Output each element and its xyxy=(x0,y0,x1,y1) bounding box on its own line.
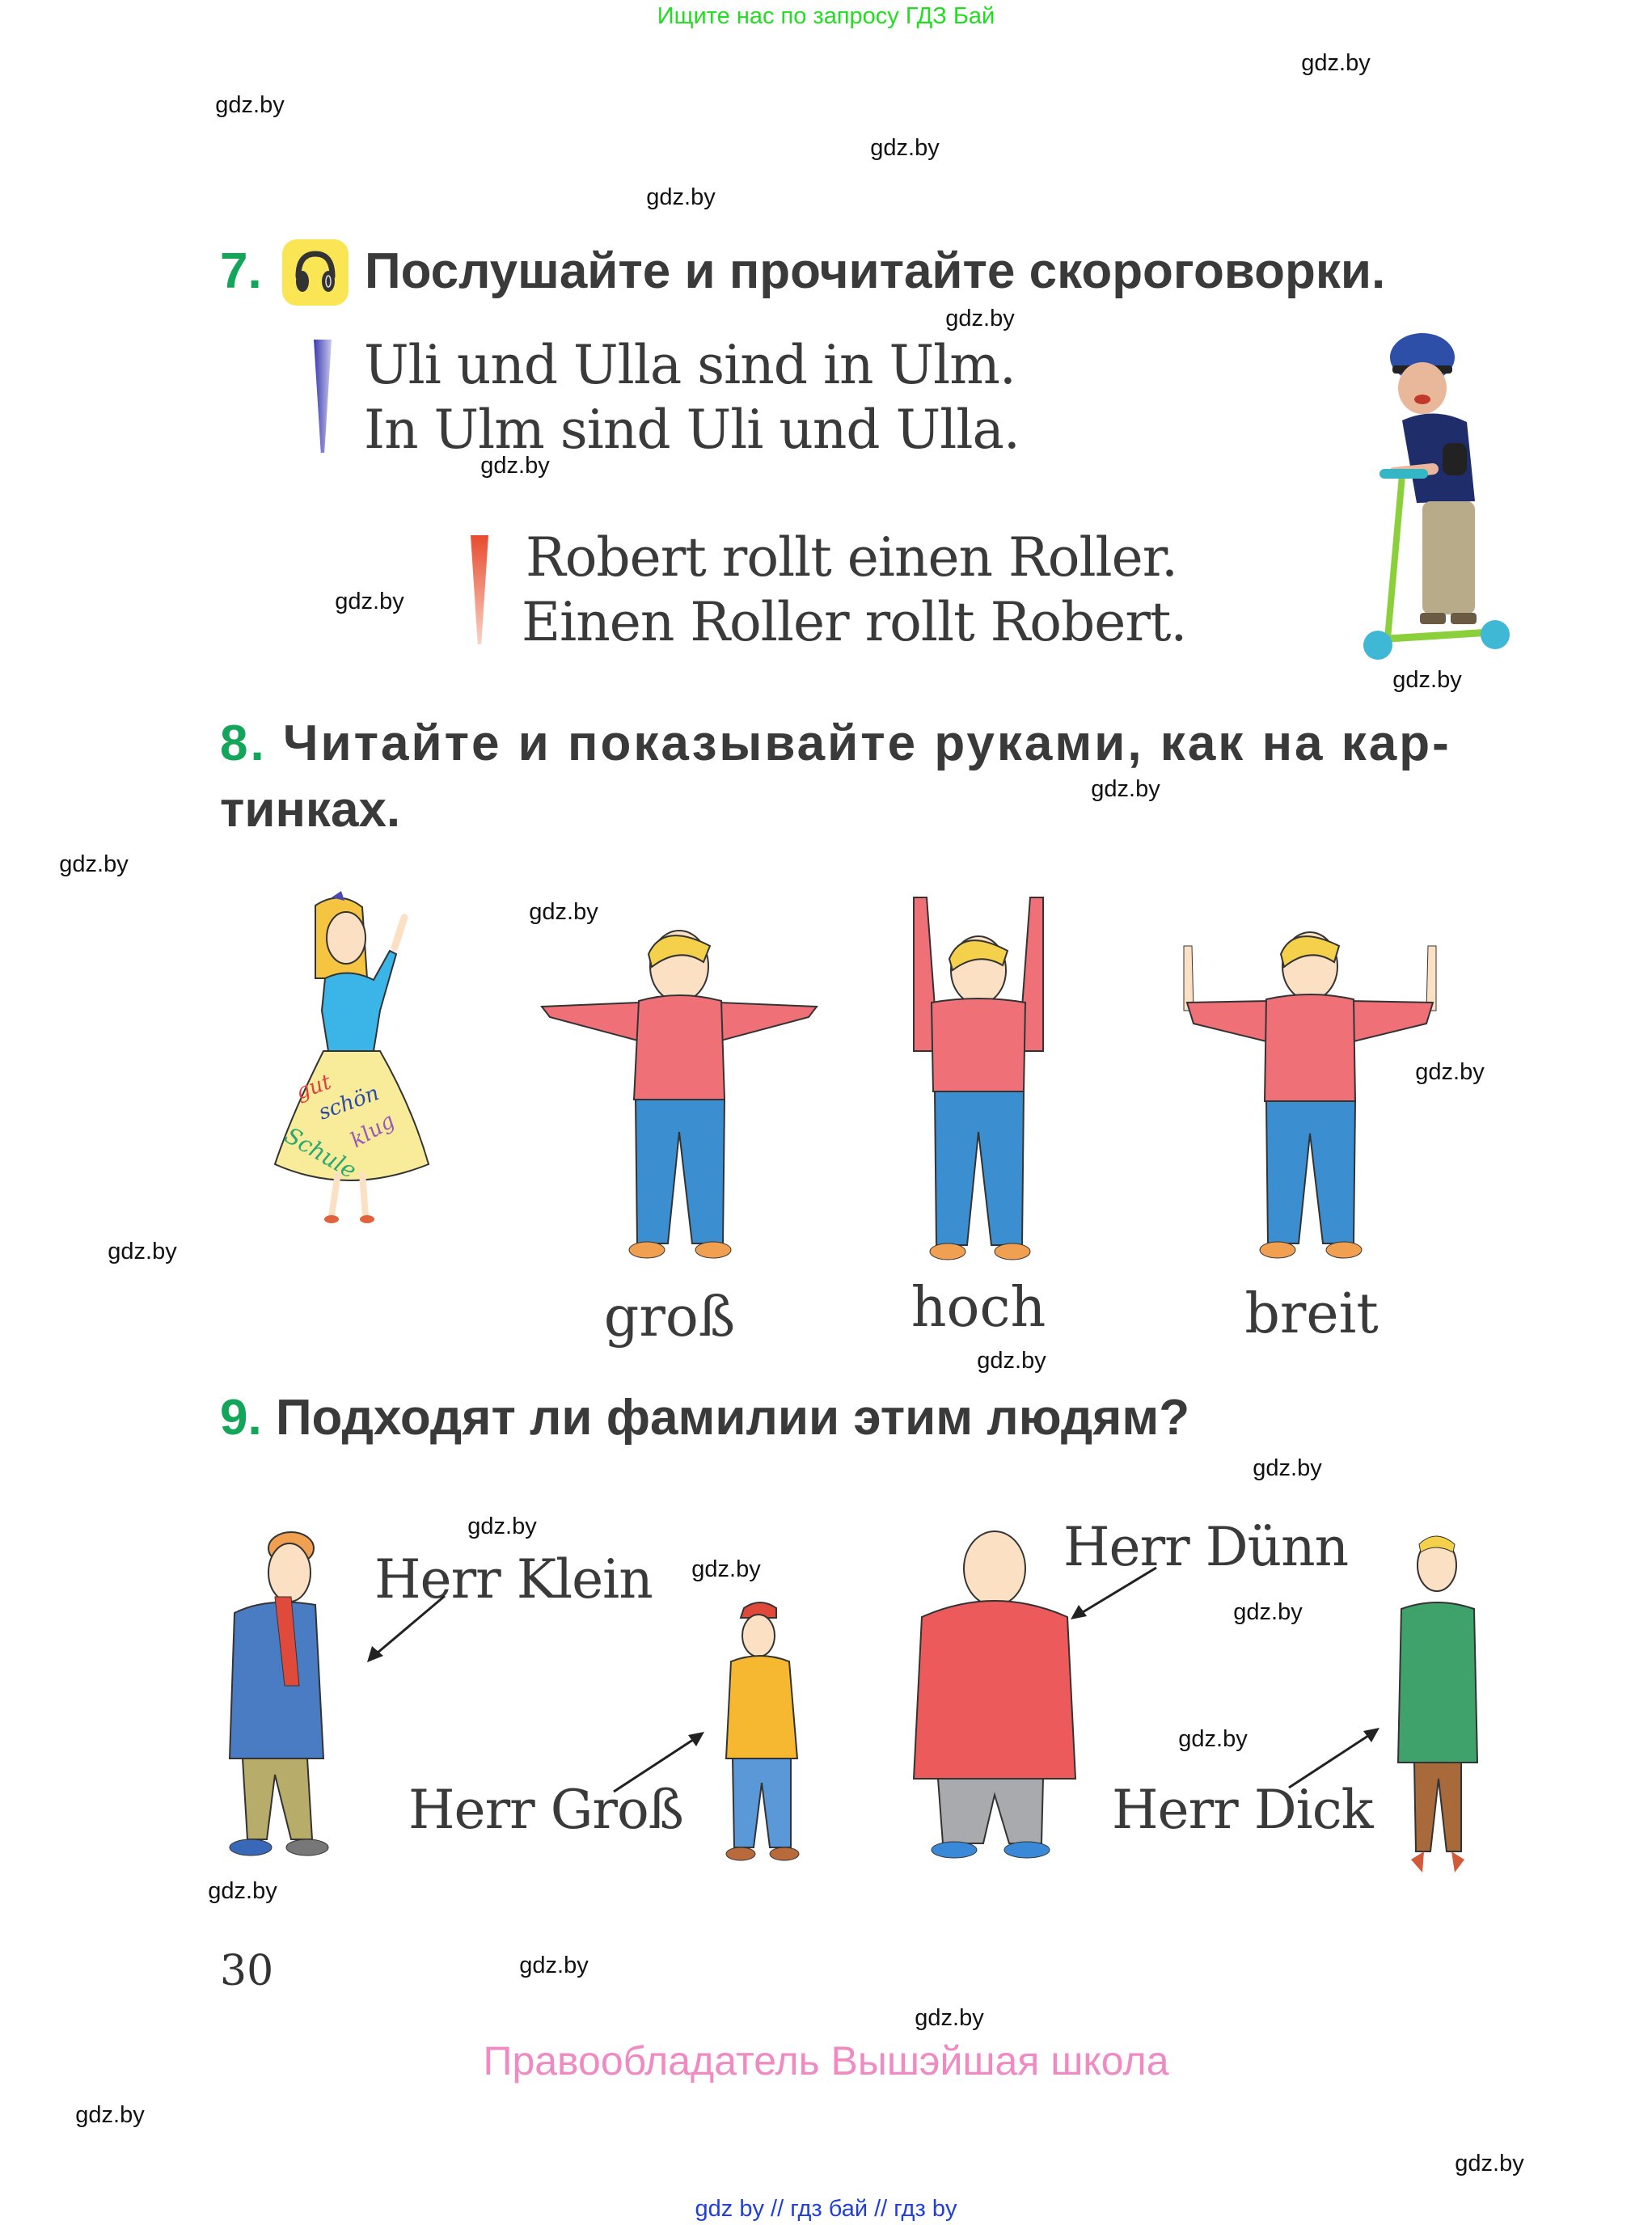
watermark: gdz.by xyxy=(519,1953,589,1978)
task-8-title-line-1: Читайте и показывайте руками, как на кар… xyxy=(282,716,1451,771)
watermark: gdz.by xyxy=(691,1556,761,1582)
twister-2-line-2: Einen Roller rollt Robert. xyxy=(522,591,1187,653)
watermark: gdz.by xyxy=(1091,776,1160,802)
watermark: gdz.by xyxy=(1455,2151,1524,2176)
boy-on-scooter-image xyxy=(1346,331,1515,671)
watermark: gdz.by xyxy=(467,1514,537,1539)
watermark: gdz.by xyxy=(480,453,550,479)
watermark: gdz.by xyxy=(75,2102,145,2128)
twister-2-line-1: Robert rollt einen Roller. xyxy=(526,526,1178,589)
copyright-notice: Правообладатель Вышэйшая школа xyxy=(483,2038,1169,2084)
task-9-heading: 9. Подходят ли фамилии этим людям? xyxy=(220,1389,1189,1446)
task-number: 7. xyxy=(220,243,262,299)
page-number: 30 xyxy=(220,1947,274,1995)
word-gross: groß xyxy=(603,1286,736,1349)
watermark: gdz.by xyxy=(59,851,129,877)
task-9-title: Подходят ли фамилии этим людям? xyxy=(275,1390,1190,1446)
task-7-heading: 7. xyxy=(220,243,262,300)
watermark: gdz.by xyxy=(1178,1726,1248,1752)
task-8-heading: 8. Читайте и показывайте руками, как на … xyxy=(220,715,1451,772)
watermark: gdz.by xyxy=(215,92,285,118)
arrow-icon xyxy=(367,1594,446,1662)
watermark: gdz.by xyxy=(1233,1599,1303,1625)
watermark: gdz.by xyxy=(646,184,716,210)
man-red-jacket-illustration xyxy=(906,1520,1084,1860)
task-7-title: Послушайте и прочитайте скороговорки. xyxy=(365,243,1386,299)
name-herr-dick: Herr Dick xyxy=(1112,1779,1374,1841)
watermark: gdz.by xyxy=(108,1239,177,1264)
search-banner: Ищите нас по запросу ГДЗ Бай xyxy=(657,3,995,29)
watermark: gdz.by xyxy=(529,899,598,925)
word-breit: breit xyxy=(1244,1282,1379,1346)
arrow-icon xyxy=(613,1732,704,1793)
watermark: gdz.by xyxy=(335,589,404,614)
arrow-icon xyxy=(1071,1566,1157,1619)
name-herr-gross: Herr Groß xyxy=(408,1779,684,1841)
twister-1-line-2: In Ulm sind Uli und Ulla. xyxy=(364,399,1020,461)
task-number: 9. xyxy=(220,1390,262,1446)
word-hoch: hoch xyxy=(911,1276,1046,1340)
boy-arms-up-illustration xyxy=(898,889,1059,1261)
red-accent-bar xyxy=(471,535,488,644)
watermark: gdz.by xyxy=(945,306,1015,331)
task-number: 8. xyxy=(220,716,267,771)
arrow-icon xyxy=(1288,1728,1379,1789)
twister-1-line-1: Uli und Ulla sind in Ulm. xyxy=(364,334,1016,396)
task-8-title-line-2: тинках. xyxy=(220,782,401,838)
name-herr-duenn: Herr Dünn xyxy=(1063,1516,1349,1578)
man-blue-coat-illustration xyxy=(218,1516,380,1864)
watermark: gdz.by xyxy=(977,1348,1046,1374)
blue-accent-bar xyxy=(314,340,332,453)
watermark: gdz.by xyxy=(1253,1455,1322,1481)
watermark: gdz.by xyxy=(208,1878,277,1904)
watermark: gdz.by xyxy=(915,2005,984,2031)
watermark: gdz.by xyxy=(1301,50,1371,76)
footer-links[interactable]: gdz by // гдз бай // гдз by xyxy=(695,2196,957,2222)
watermark: gdz.by xyxy=(1415,1059,1485,1085)
boy-arms-wide-illustration xyxy=(534,922,825,1261)
headphones-icon[interactable] xyxy=(282,239,349,306)
girl-illustration: gut schön klug Schule xyxy=(267,889,437,1229)
name-herr-klein: Herr Klein xyxy=(374,1548,653,1611)
man-yellow-jacket-illustration xyxy=(712,1597,817,1864)
man-green-coat-illustration xyxy=(1387,1528,1492,1884)
watermark: gdz.by xyxy=(1392,667,1462,693)
boy-palms-out-illustration xyxy=(1172,922,1447,1261)
watermark: gdz.by xyxy=(870,135,940,161)
